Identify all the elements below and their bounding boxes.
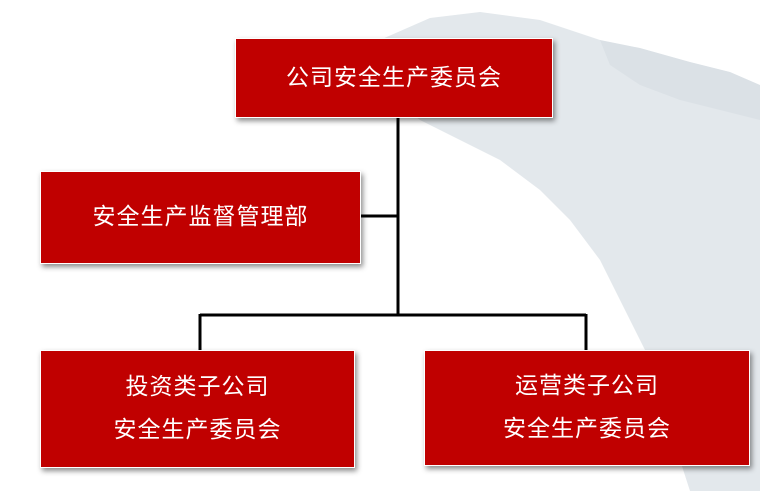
- node-company-safety-committee: 公司安全生产委员会: [235, 38, 553, 118]
- node-safety-supervision-department: 安全生产监督管理部: [40, 171, 361, 264]
- node-operations-subsidiary-committee: 运营类子公司 安全生产委员会: [424, 350, 750, 466]
- node-label-line2: 安全生产委员会: [503, 416, 671, 442]
- node-investment-subsidiary-committee: 投资类子公司 安全生产委员会: [40, 350, 355, 468]
- node-label-line1: 运营类子公司: [515, 373, 659, 399]
- node-label-line2: 安全生产委员会: [113, 417, 282, 443]
- node-label-line1: 投资类子公司: [125, 374, 270, 400]
- node-label: 安全生产监督管理部: [92, 204, 309, 230]
- node-label: 公司安全生产委员会: [286, 64, 502, 91]
